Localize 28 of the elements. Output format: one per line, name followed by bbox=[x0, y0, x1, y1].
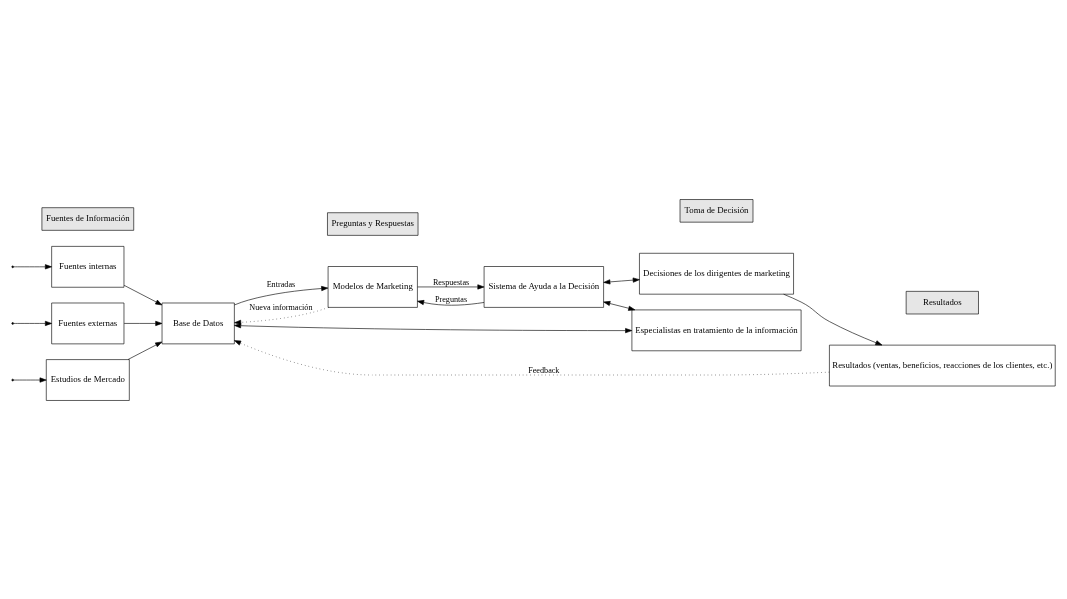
arrow bbox=[603, 277, 640, 284]
arrow bbox=[783, 293, 883, 345]
node-box: Resultados (ventas, beneficios, reacciones de los clientes, etc.) bbox=[829, 344, 1056, 386]
arrow bbox=[123, 320, 163, 326]
node-box: Fuentes de Información bbox=[41, 206, 135, 231]
arrow bbox=[234, 322, 633, 333]
node-box: Toma de Decisión bbox=[679, 198, 754, 222]
arrow bbox=[13, 320, 52, 326]
node-box: Modelos de Marketing bbox=[327, 265, 418, 308]
arrow bbox=[234, 339, 830, 375]
node-box: Fuentes externas bbox=[51, 302, 125, 344]
node-box: Base de Datos bbox=[161, 302, 235, 344]
node-box: Estudios de Mercado bbox=[46, 358, 130, 401]
arrow bbox=[603, 300, 636, 311]
node-box: Decisiones de los dirigentes de marketing bbox=[639, 252, 794, 294]
arrow bbox=[234, 306, 329, 325]
node-box: Preguntas y Respuestas bbox=[327, 211, 419, 236]
arrow bbox=[123, 284, 163, 305]
arrow bbox=[13, 263, 52, 269]
arrow bbox=[234, 285, 329, 305]
node-box: Especialistas en tratamiento de la información bbox=[631, 309, 802, 351]
arrow bbox=[13, 377, 47, 383]
arrow bbox=[417, 299, 485, 306]
node-box: Fuentes internas bbox=[51, 245, 125, 288]
node-box: Sistema de Ayuda a la Decisión bbox=[483, 265, 604, 308]
arrow bbox=[417, 283, 485, 289]
node-box: Resultados bbox=[905, 290, 979, 314]
arrow bbox=[127, 341, 163, 360]
